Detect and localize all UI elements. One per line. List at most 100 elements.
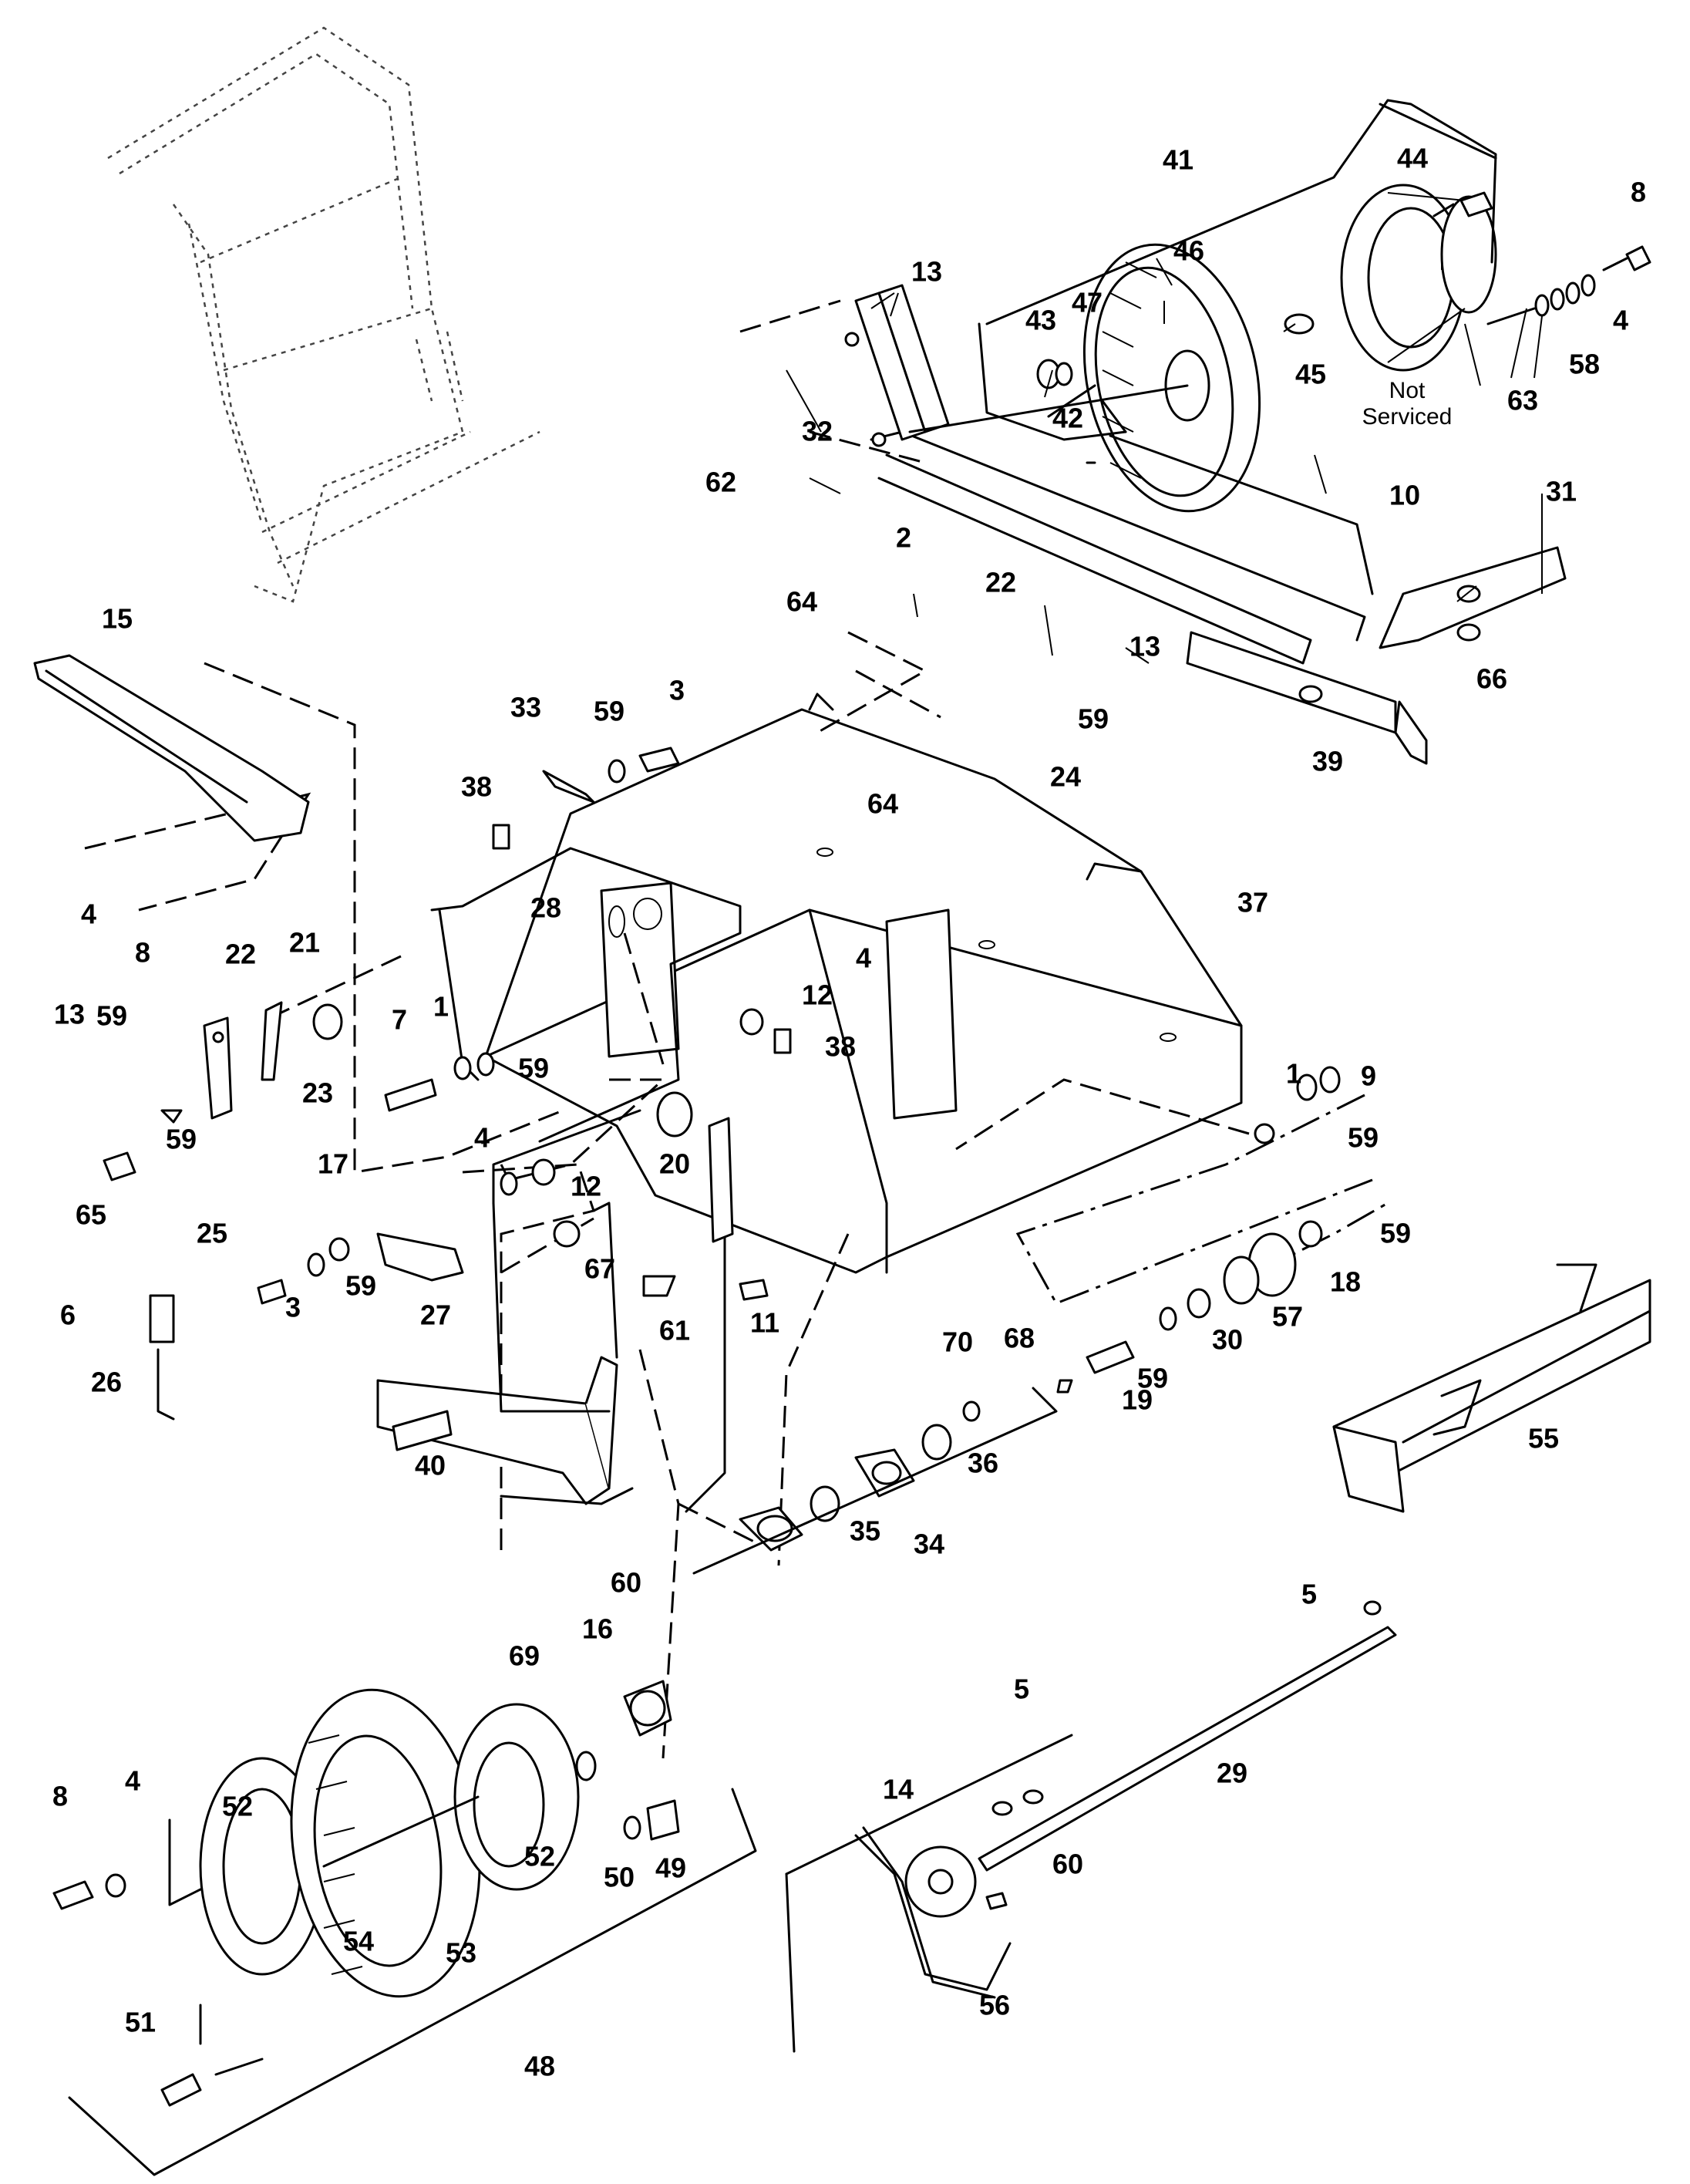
rear-fasteners bbox=[1036, 191, 1651, 389]
label-29: 29 bbox=[1217, 1758, 1247, 1789]
label-64a: 64 bbox=[786, 586, 817, 618]
label-6: 6 bbox=[60, 1299, 76, 1331]
seed-box-55 bbox=[1332, 1263, 1651, 1513]
label-59h: 59 bbox=[1380, 1218, 1411, 1249]
label-58: 58 bbox=[1569, 349, 1600, 380]
label-36: 36 bbox=[968, 1448, 998, 1479]
label-70: 70 bbox=[942, 1326, 973, 1358]
label-30: 30 bbox=[1212, 1324, 1243, 1356]
label-63: 63 bbox=[1507, 385, 1538, 416]
label-5b: 5 bbox=[1014, 1673, 1029, 1705]
label-8c: 8 bbox=[52, 1781, 68, 1812]
label-1a: 1 bbox=[433, 991, 449, 1023]
bearings bbox=[692, 1387, 1058, 1575]
leader-lines bbox=[786, 247, 1543, 664]
label-8a: 8 bbox=[1631, 177, 1646, 208]
label-68: 68 bbox=[1004, 1323, 1035, 1354]
label-17: 17 bbox=[318, 1148, 348, 1180]
label-13c: 13 bbox=[54, 999, 85, 1030]
label-21: 21 bbox=[289, 927, 320, 959]
label-44: 44 bbox=[1397, 143, 1428, 174]
label-41: 41 bbox=[1163, 144, 1193, 176]
label-3b: 3 bbox=[285, 1292, 301, 1323]
label-52b: 52 bbox=[524, 1841, 555, 1872]
small-parts-center bbox=[492, 747, 792, 1301]
label-23: 23 bbox=[302, 1077, 333, 1109]
front-wheel bbox=[52, 1680, 757, 2176]
label-27: 27 bbox=[420, 1299, 451, 1331]
label-64b: 64 bbox=[867, 788, 898, 820]
label-32: 32 bbox=[802, 416, 833, 447]
label-35: 35 bbox=[850, 1515, 880, 1547]
label-59c: 59 bbox=[96, 1000, 127, 1032]
label-51: 51 bbox=[125, 2007, 156, 2038]
label-22b: 22 bbox=[225, 939, 256, 970]
lever-15 bbox=[33, 654, 310, 842]
label-59b: 59 bbox=[594, 696, 624, 727]
label-59f: 59 bbox=[345, 1270, 376, 1302]
label-10: 10 bbox=[1389, 480, 1420, 511]
label-13b: 13 bbox=[1129, 631, 1160, 662]
lever-arm-40 bbox=[376, 1356, 634, 1505]
label-60b: 60 bbox=[1052, 1849, 1083, 1880]
label-26: 26 bbox=[91, 1367, 122, 1398]
bracket-28 bbox=[600, 881, 680, 1058]
label-3a: 3 bbox=[669, 675, 685, 706]
label-13a: 13 bbox=[911, 256, 942, 288]
label-15: 15 bbox=[102, 603, 133, 635]
label-25: 25 bbox=[197, 1218, 227, 1249]
label-19: 19 bbox=[1122, 1384, 1153, 1416]
label-67: 67 bbox=[584, 1253, 615, 1285]
label-4d: 4 bbox=[474, 1122, 490, 1154]
rear-lift-assembly bbox=[844, 284, 1567, 765]
label-59d: 59 bbox=[518, 1053, 549, 1084]
label-39: 39 bbox=[1312, 746, 1343, 777]
label-52a: 52 bbox=[222, 1791, 253, 1822]
callout-labels: 1 1 2 3 3 4 4 4 4 4 5 5 6 7 8 8 8 9 10 1… bbox=[52, 143, 1646, 2082]
label-47: 47 bbox=[1072, 287, 1103, 318]
label-16: 16 bbox=[582, 1613, 613, 1645]
label-37: 37 bbox=[1237, 887, 1268, 918]
label-43: 43 bbox=[1025, 305, 1056, 336]
label-45: 45 bbox=[1295, 359, 1326, 390]
label-28: 28 bbox=[530, 892, 561, 924]
drive-shaft bbox=[785, 1600, 1397, 2053]
label-22a: 22 bbox=[985, 567, 1016, 598]
label-12b: 12 bbox=[571, 1171, 601, 1202]
label-31: 31 bbox=[1546, 476, 1577, 507]
label-69: 69 bbox=[509, 1640, 540, 1672]
label-2: 2 bbox=[896, 522, 911, 554]
label-4c: 4 bbox=[856, 942, 871, 974]
label-11: 11 bbox=[750, 1307, 779, 1339]
label-66: 66 bbox=[1476, 663, 1507, 695]
rear-wheel bbox=[908, 184, 1497, 513]
label-14: 14 bbox=[883, 1774, 914, 1805]
label-34: 34 bbox=[914, 1528, 944, 1560]
label-59a: 59 bbox=[1078, 703, 1109, 735]
label-33: 33 bbox=[510, 692, 541, 723]
label-12a: 12 bbox=[802, 979, 833, 1011]
label-42: 42 bbox=[1052, 403, 1083, 434]
label-59e: 59 bbox=[166, 1124, 197, 1155]
label-4e: 4 bbox=[125, 1765, 140, 1797]
label-55: 55 bbox=[1528, 1423, 1559, 1454]
label-61: 61 bbox=[659, 1315, 690, 1346]
label-50: 50 bbox=[604, 1862, 635, 1893]
label-46: 46 bbox=[1173, 235, 1204, 267]
label-7: 7 bbox=[392, 1004, 407, 1036]
label-56: 56 bbox=[979, 1990, 1010, 2021]
label-38a: 38 bbox=[461, 771, 492, 803]
small-parts-right bbox=[885, 908, 1341, 1394]
label-48: 48 bbox=[524, 2051, 555, 2082]
label-59i: 59 bbox=[1137, 1363, 1168, 1394]
label-57: 57 bbox=[1272, 1301, 1303, 1333]
handle-phantom bbox=[107, 26, 540, 603]
label-53: 53 bbox=[446, 1937, 476, 1969]
label-38b: 38 bbox=[825, 1031, 856, 1063]
small-parts-left bbox=[103, 1001, 495, 1421]
not-serviced-note-line1: Not bbox=[1389, 378, 1426, 403]
label-54: 54 bbox=[343, 1926, 374, 1957]
label-20: 20 bbox=[659, 1148, 690, 1180]
label-49: 49 bbox=[655, 1852, 686, 1884]
